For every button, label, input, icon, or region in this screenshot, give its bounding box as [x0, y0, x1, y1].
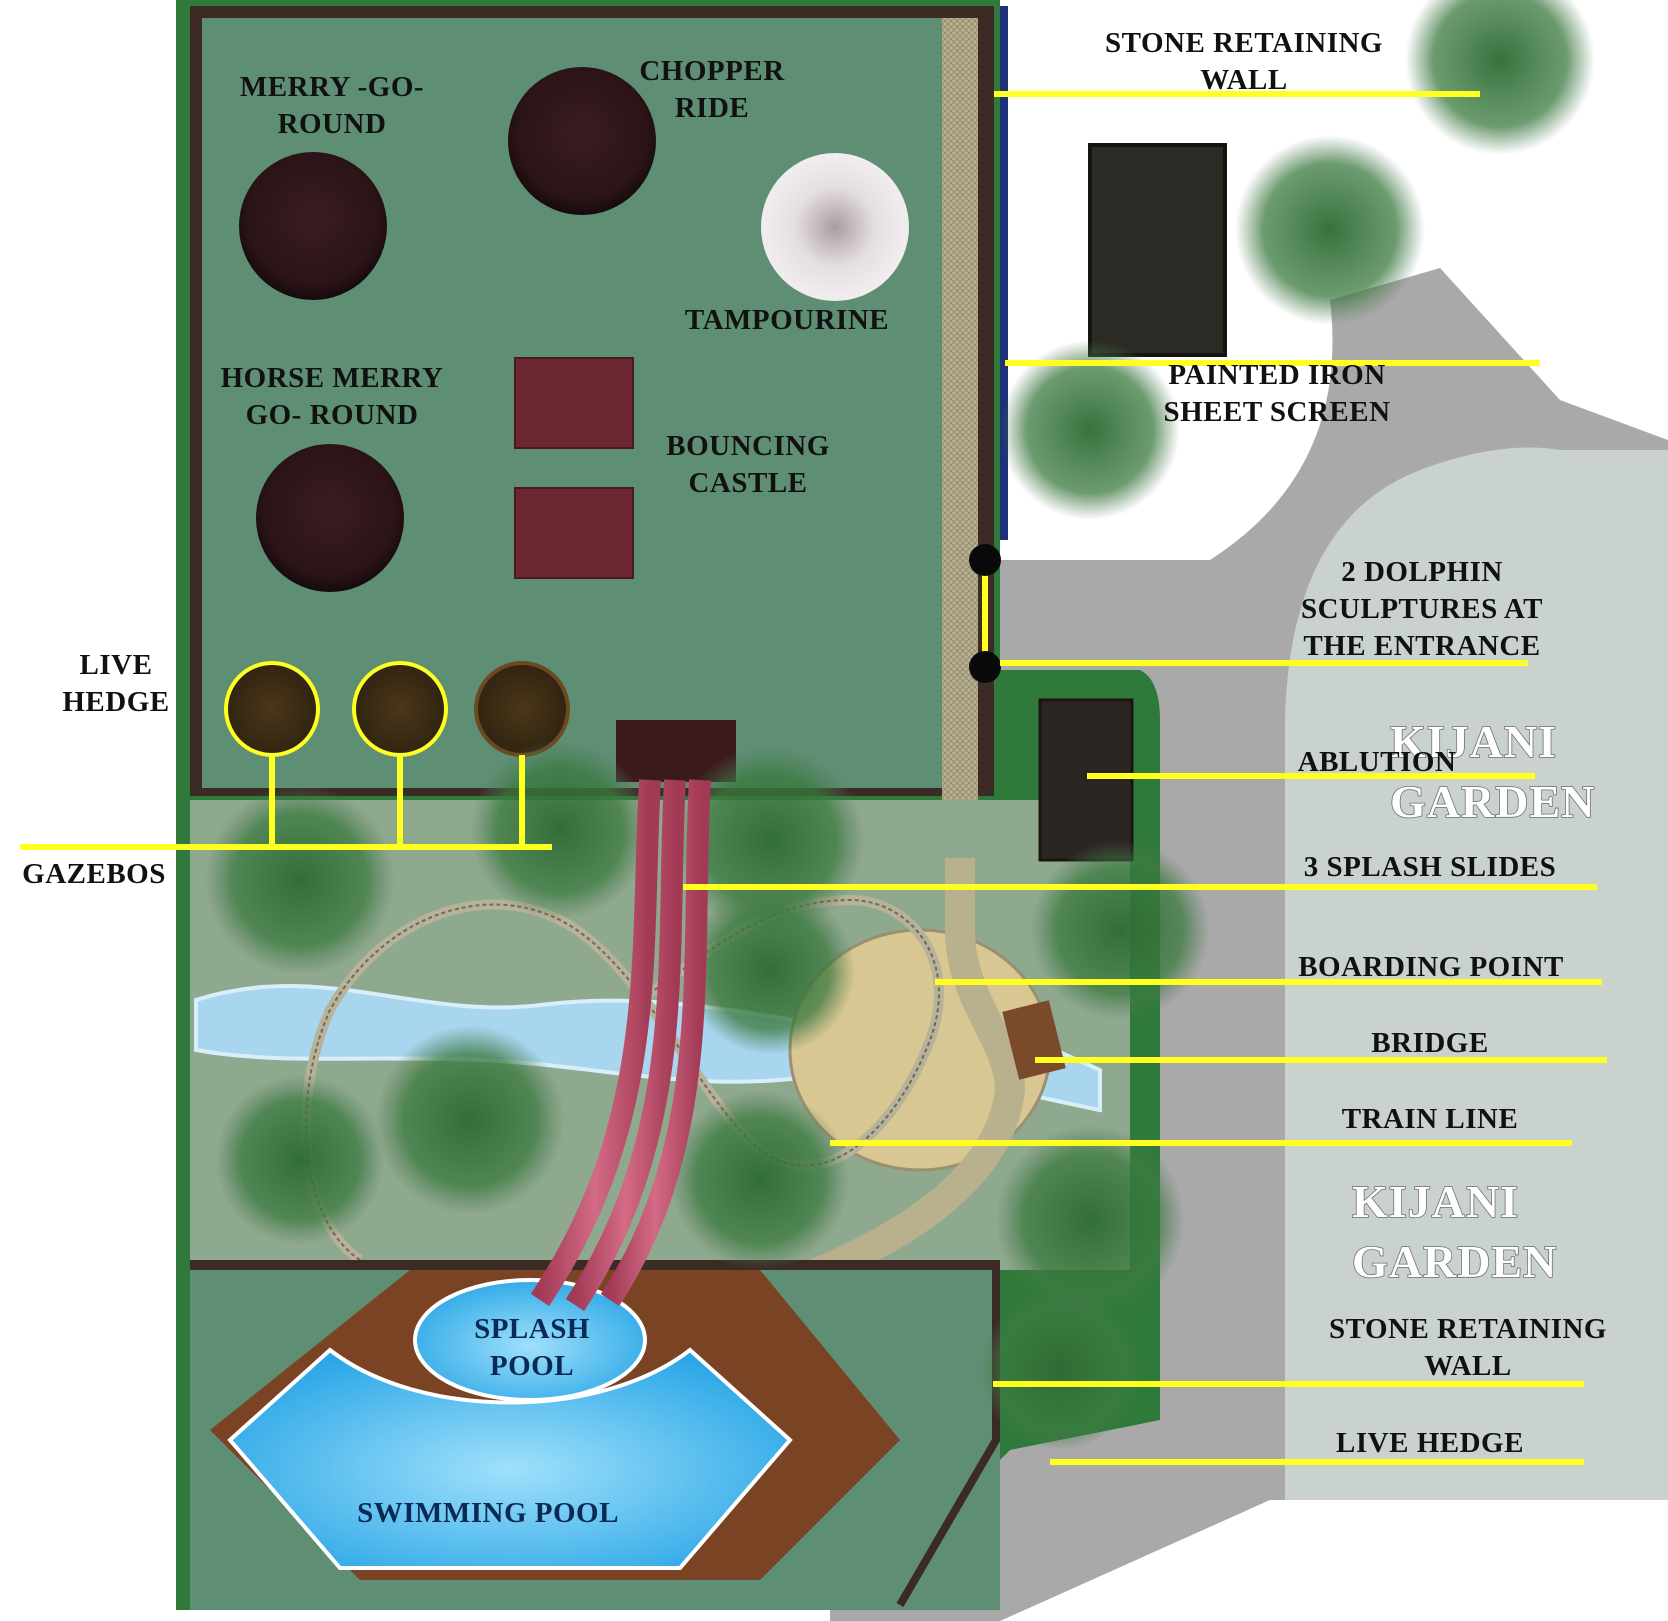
walkway-strip [942, 18, 978, 858]
gazebo-1 [224, 661, 320, 757]
label-splash-pool-2: POOL [490, 1350, 574, 1382]
bouncing-castle-2 [514, 487, 634, 579]
label-painted-iron-1: PAINTED IRON [1168, 359, 1385, 391]
label-painted-iron-2: SHEET SCREEN [1163, 396, 1390, 428]
label-bouncing-castle-1: BOUNCING [666, 430, 830, 462]
label-horse-merry-1: HORSE MERRY [221, 362, 444, 394]
building-top-right [1088, 143, 1227, 357]
playground-boundary [190, 6, 994, 796]
label-merry-go-round-1: MERRY -GO- [240, 71, 424, 103]
label-boarding-point: BOARDING POINT [1298, 951, 1564, 983]
label-ablution: ABLUTION [1298, 746, 1457, 778]
label-live-hedge-left-2: HEDGE [62, 686, 169, 718]
label-bridge: BRIDGE [1371, 1027, 1488, 1059]
label-train-line: TRAIN LINE [1342, 1103, 1519, 1135]
label-dolphin-2: SCULPTURES AT [1301, 593, 1543, 625]
label-tampourine: TAMPOURINE [685, 304, 889, 336]
garden-name-2-line-2: GARDEN [1352, 1236, 1557, 1287]
label-horse-merry-2: GO- ROUND [246, 399, 419, 431]
label-chopper-ride-2: RIDE [675, 92, 750, 124]
leader-lines [20, 91, 1607, 1465]
label-gazebos: GAZEBOS [22, 858, 166, 890]
gazebo-2 [352, 661, 448, 757]
garden-name-1-line-1: KIJANI [1390, 716, 1557, 767]
label-stone-wall-top-2: WALL [1200, 64, 1287, 96]
kijani-garden-panel [1285, 447, 1668, 1500]
label-live-hedge-left-1: LIVE [80, 649, 153, 681]
splash-slides [530, 779, 711, 1312]
merry-go-round [239, 152, 387, 300]
bouncing-castle-1 [514, 357, 634, 449]
horse-merry-go-round [256, 444, 404, 592]
dolphin-sculptures [969, 544, 1001, 683]
label-swimming-pool: SWIMMING POOL [357, 1497, 619, 1529]
label-chopper-ride-1: CHOPPER [639, 55, 785, 87]
label-splash-pool-1: SPLASH [474, 1313, 590, 1345]
splash-pool [413, 1278, 647, 1402]
label-stone-wall-bottom-1: STONE RETAINING [1329, 1313, 1607, 1345]
label-dolphin-3: THE ENTRANCE [1303, 630, 1540, 662]
garden-name-2-line-1: KIJANI [1352, 1176, 1519, 1227]
pool-enclosure [190, 1260, 1000, 1610]
label-dolphin-1: 2 DOLPHIN [1341, 556, 1503, 588]
label-stone-wall-top-1: STONE RETAINING [1105, 27, 1383, 59]
label-merry-go-round-2: ROUND [278, 108, 387, 140]
garden-name-1-line-2: GARDEN [1390, 776, 1595, 827]
tampourine [761, 153, 909, 301]
ablution-block [1038, 698, 1134, 862]
chopper-ride [508, 67, 656, 215]
label-bouncing-castle-2: CASTLE [688, 467, 807, 499]
dolphin-sculpture-2 [969, 651, 1001, 683]
label-live-hedge-bottom: LIVE HEDGE [1336, 1427, 1524, 1459]
dolphin-sculpture-1 [969, 544, 1001, 576]
label-splash-slides: 3 SPLASH SLIDES [1304, 851, 1557, 883]
label-stone-wall-bottom-2: WALL [1424, 1350, 1511, 1382]
